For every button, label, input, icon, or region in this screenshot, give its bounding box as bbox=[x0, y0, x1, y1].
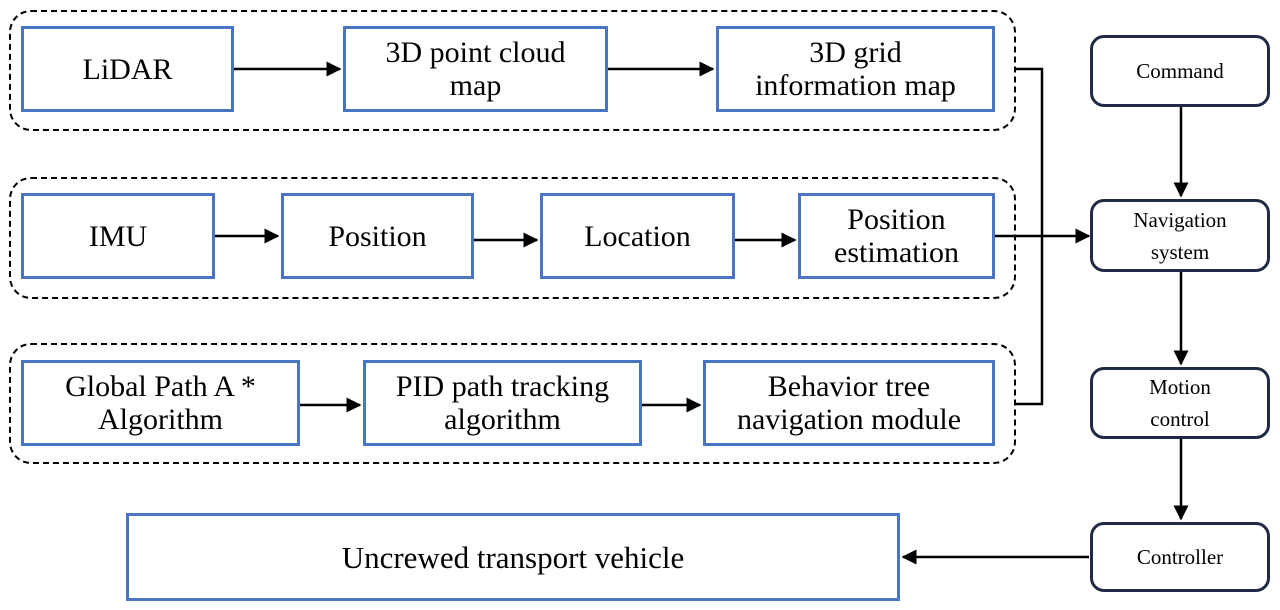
location-box: Location bbox=[540, 193, 735, 279]
position-box: Position bbox=[281, 193, 474, 279]
imu-box: IMU bbox=[21, 193, 215, 279]
command-box: Command bbox=[1090, 35, 1270, 107]
lidar-group bbox=[9, 10, 1016, 131]
grid-info-map-box: 3D grid information map bbox=[716, 26, 995, 112]
motion-control-box: Motion control bbox=[1090, 367, 1270, 439]
global-path-box: Global Path A * Algorithm bbox=[21, 360, 300, 446]
pid-tracking-box: PID path tracking algorithm bbox=[363, 360, 642, 446]
point-cloud-map-box: 3D point cloud map bbox=[343, 26, 608, 112]
lidar-box: LiDAR bbox=[21, 26, 234, 112]
imu-group bbox=[9, 177, 1016, 299]
position-estimation-box: Position estimation bbox=[798, 193, 995, 279]
path-planning-group bbox=[9, 343, 1016, 464]
navigation-system-box: Navigation system bbox=[1090, 199, 1270, 272]
uncrewed-vehicle-box: Uncrewed transport vehicle bbox=[126, 513, 900, 601]
behavior-tree-box: Behavior tree navigation module bbox=[703, 360, 995, 446]
controller-box: Controller bbox=[1090, 522, 1270, 592]
